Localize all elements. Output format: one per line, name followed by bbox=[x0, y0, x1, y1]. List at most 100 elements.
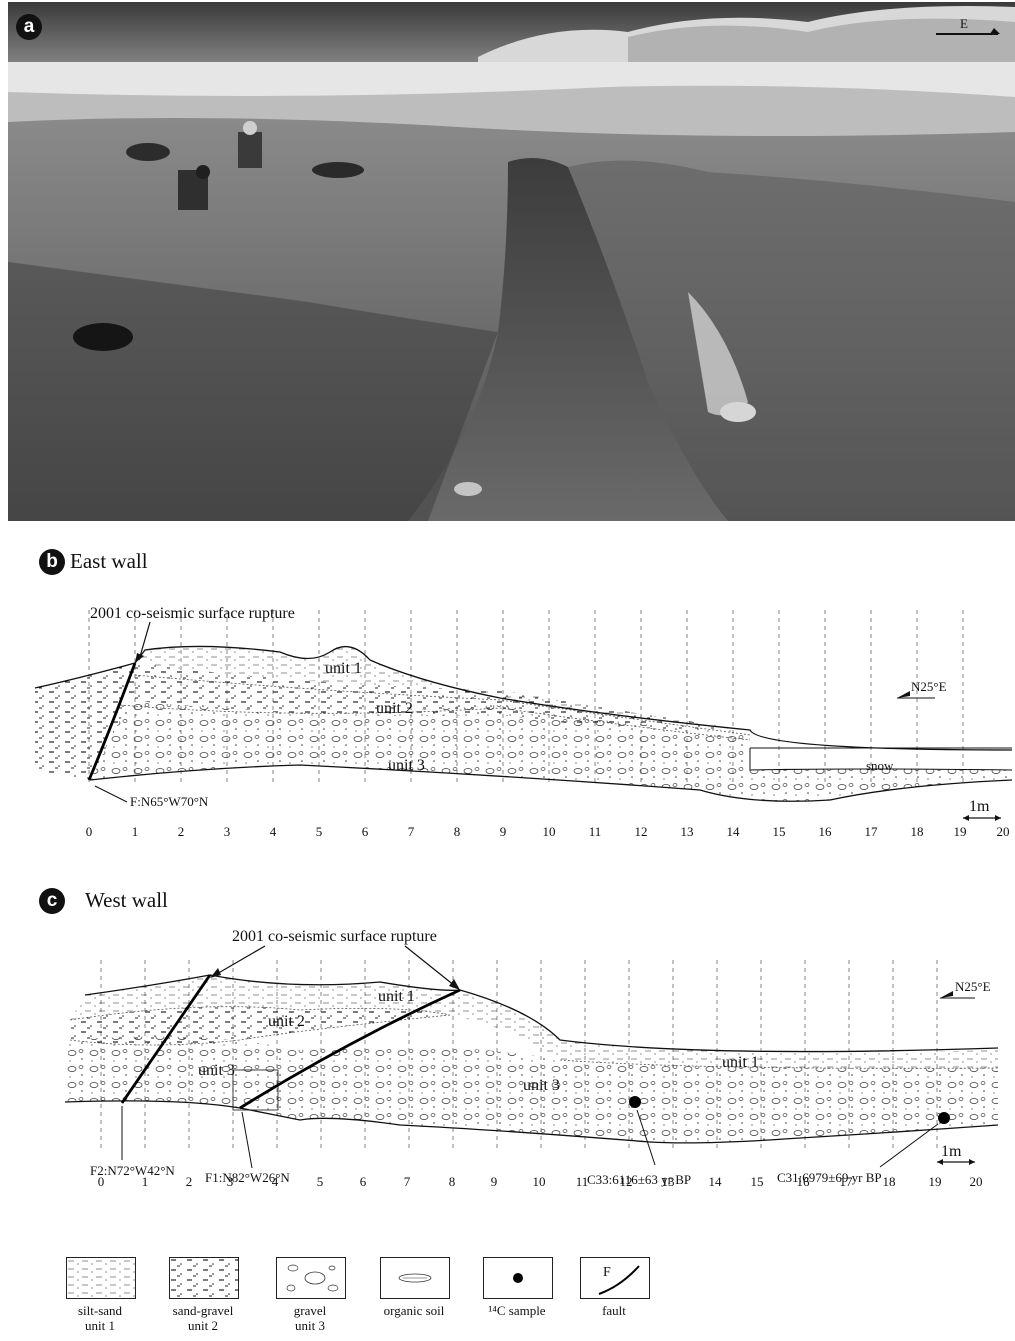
legend-fault-icon: F bbox=[580, 1257, 650, 1299]
east-rupture-label: 2001 co-seismic surface rupture bbox=[90, 605, 295, 622]
direction-indicator: E bbox=[936, 16, 1006, 38]
east-unit-3-label: unit 3 bbox=[388, 757, 425, 774]
legend-gravel-icon bbox=[276, 1257, 346, 1299]
east-tick-9: 9 bbox=[500, 824, 507, 839]
west-rupture-arrow-1 bbox=[215, 946, 265, 975]
legend-organic-soil: organic soil bbox=[364, 1303, 464, 1318]
east-tick-14: 14 bbox=[727, 824, 741, 839]
panel-b-title: East wall bbox=[70, 549, 148, 574]
west-scale-label: 1m bbox=[941, 1143, 962, 1160]
west-orientation-arrow-icon bbox=[940, 991, 953, 998]
east-tick-10: 10 bbox=[543, 824, 556, 839]
west-scale-arrow-left bbox=[937, 1159, 943, 1165]
west-tick-11: 11 bbox=[576, 1174, 589, 1189]
east-unit-1-label: unit 1 bbox=[325, 660, 362, 677]
east-tick-2: 2 bbox=[178, 824, 185, 839]
east-scale-arrow-left bbox=[963, 815, 969, 821]
legend-silt-sand: silt-sand unit 1 bbox=[50, 1303, 150, 1333]
legend: silt-sand unit 1 sand-gravel unit 2 grav… bbox=[0, 1255, 1015, 1341]
panel-c-badge: c bbox=[39, 888, 65, 914]
west-tick-19: 19 bbox=[929, 1174, 942, 1189]
direction-line bbox=[936, 33, 998, 35]
east-tick-6: 6 bbox=[362, 824, 369, 839]
west-scale-arrow-right bbox=[969, 1159, 975, 1165]
east-tick-11: 11 bbox=[589, 824, 602, 839]
c33-sample-dot bbox=[629, 1096, 641, 1108]
east-tick-8: 8 bbox=[454, 824, 461, 839]
east-tick-16: 16 bbox=[819, 824, 833, 839]
direction-label: E bbox=[960, 16, 968, 32]
east-tick-4: 4 bbox=[270, 824, 277, 839]
east-orientation-arrow-icon bbox=[897, 691, 910, 698]
legend-c14-sample: ¹⁴C sample bbox=[467, 1303, 567, 1318]
east-tick-3: 3 bbox=[224, 824, 231, 839]
east-tick-7: 7 bbox=[408, 824, 415, 839]
legend-sand-gravel-icon bbox=[169, 1257, 239, 1299]
east-fault-label: F:N65°W70°N bbox=[130, 794, 209, 809]
west-orientation-label: N25°E bbox=[955, 979, 991, 994]
panel-a-badge: a bbox=[16, 14, 42, 40]
legend-fault-line1: fault bbox=[564, 1303, 664, 1318]
east-scale-label: 1m bbox=[969, 798, 990, 815]
panel-b-badge: b bbox=[39, 549, 65, 575]
legend-silt-sand-line1: silt-sand bbox=[50, 1303, 150, 1318]
west-rupture-arrow-2 bbox=[405, 946, 455, 986]
west-unit-2-label: unit 2 bbox=[268, 1013, 305, 1030]
legend-silt-sand-line2: unit 1 bbox=[50, 1318, 150, 1333]
west-tick-2: 2 bbox=[186, 1174, 193, 1189]
west-tick-7: 7 bbox=[404, 1174, 411, 1189]
west-tick-1: 1 bbox=[142, 1174, 149, 1189]
west-tick-3: 3 bbox=[227, 1174, 234, 1189]
east-scale-arrow-right bbox=[995, 815, 1001, 821]
direction-arrow-icon bbox=[990, 28, 1000, 38]
west-tick-17: 17 bbox=[840, 1174, 854, 1189]
trench-photo bbox=[8, 2, 1015, 521]
east-unit-2-label: unit 2 bbox=[376, 700, 413, 717]
west-tick-9: 9 bbox=[491, 1174, 498, 1189]
east-tick-20: 20 bbox=[997, 824, 1010, 839]
legend-silt-sand-icon bbox=[66, 1257, 136, 1299]
legend-gravel-line1: gravel bbox=[260, 1303, 360, 1318]
west-tick-4: 4 bbox=[272, 1174, 279, 1189]
legend-gravel: gravel unit 3 bbox=[260, 1303, 360, 1333]
east-snow-label: snow bbox=[866, 758, 894, 773]
legend-organic-soil-line1: organic soil bbox=[364, 1303, 464, 1318]
west-tick-12: 12 bbox=[620, 1174, 633, 1189]
east-tick-5: 5 bbox=[316, 824, 323, 839]
west-rupture-label: 2001 co-seismic surface rupture bbox=[232, 928, 437, 945]
c33-sample-label: C33:6116±63 yr BP bbox=[587, 1172, 691, 1187]
c31-sample-label: C31:6979±69 yr BP bbox=[777, 1170, 882, 1185]
east-tick-1: 1 bbox=[132, 824, 139, 839]
west-tick-labels: 0 1 2 3 4 5 6 7 8 9 10 11 12 13 14 15 16… bbox=[98, 1174, 983, 1189]
west-unit-3-label: unit 3 bbox=[198, 1062, 235, 1079]
west-tick-13: 13 bbox=[662, 1174, 675, 1189]
west-unit-1b-label: unit 1 bbox=[722, 1054, 759, 1071]
legend-fault: fault bbox=[564, 1303, 664, 1318]
west-wall-log: 2001 co-seismic surface rupture unit 1 u… bbox=[0, 920, 1015, 1190]
west-tick-18: 18 bbox=[883, 1174, 896, 1189]
west-tick-8: 8 bbox=[449, 1174, 456, 1189]
legend-sand-gravel: sand-gravel unit 2 bbox=[153, 1303, 253, 1333]
legend-organic-soil-icon bbox=[380, 1257, 450, 1299]
east-tick-17: 17 bbox=[865, 824, 879, 839]
west-tick-5: 5 bbox=[317, 1174, 324, 1189]
east-tick-0: 0 bbox=[86, 824, 93, 839]
east-tick-labels: 0 1 2 3 4 5 6 7 8 9 10 11 12 13 14 15 16… bbox=[86, 824, 1010, 839]
west-tick-16: 16 bbox=[797, 1174, 811, 1189]
west-tick-20: 20 bbox=[970, 1174, 983, 1189]
east-orientation-label: N25°E bbox=[911, 679, 947, 694]
west-unit-1-label: unit 1 bbox=[378, 988, 415, 1005]
west-tick-15: 15 bbox=[751, 1174, 764, 1189]
west-tick-14: 14 bbox=[709, 1174, 723, 1189]
east-tick-12: 12 bbox=[635, 824, 648, 839]
east-tick-15: 15 bbox=[773, 824, 786, 839]
west-unit-3b-label: unit 3 bbox=[523, 1077, 560, 1094]
panel-c-title: West wall bbox=[85, 888, 168, 913]
east-wall-log: 2001 co-seismic surface rupture unit 1 u… bbox=[0, 590, 1015, 850]
legend-c14-sample-icon bbox=[483, 1257, 553, 1299]
east-fault-pointer bbox=[95, 786, 127, 802]
west-tick-10: 10 bbox=[533, 1174, 546, 1189]
c31-sample-dot bbox=[938, 1112, 950, 1124]
west-fault-f1-pointer bbox=[242, 1112, 252, 1168]
west-rupture-arrowhead-2 bbox=[449, 979, 460, 990]
